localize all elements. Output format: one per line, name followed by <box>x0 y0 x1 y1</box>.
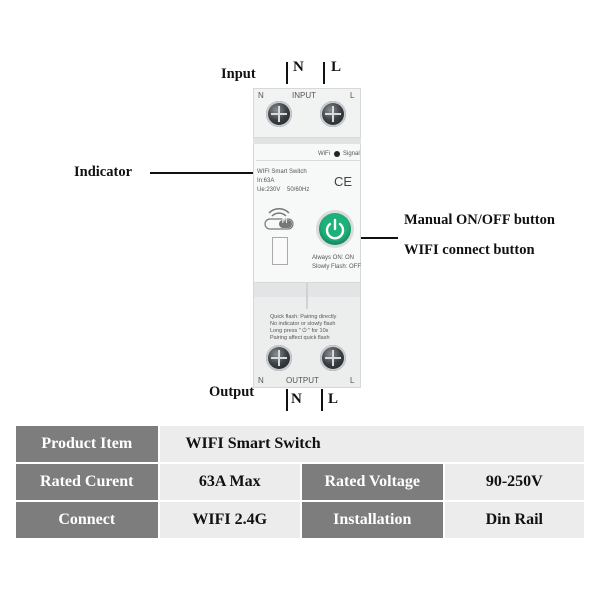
instruction-line-1: Quick flash: Pairing directly <box>270 314 337 320</box>
panel-divider <box>256 160 360 161</box>
wifi-indicator-text: WiFi <box>318 151 330 157</box>
wiring-diagram-icon <box>272 237 288 265</box>
indicator-label: Indicator <box>74 164 132 180</box>
device-voltage: Ue:230V <box>257 187 281 193</box>
pole-divider <box>306 283 308 309</box>
spec-value-cell: WIFI 2.4G <box>157 500 302 540</box>
bottom-n-text: N <box>258 376 264 385</box>
spec-value-cell: WIFI Smart Switch <box>157 424 587 464</box>
spec-label-cell: Rated Curent <box>14 462 160 502</box>
input-l-screw <box>320 101 346 127</box>
input-l-line <box>323 62 325 84</box>
wifi-logo-text: Fi <box>282 219 288 225</box>
ce-mark: CE <box>334 174 353 189</box>
top-n-text: N <box>258 91 264 100</box>
wifi-logo-icon <box>262 204 296 230</box>
indicator-led <box>334 151 340 157</box>
top-step <box>253 138 361 144</box>
instruction-line-4: Pairing affect quick flash <box>270 335 330 341</box>
spec-value-cell: Din Rail <box>442 500 587 540</box>
device-title: WIFI Smart Switch <box>257 169 307 175</box>
spec-label-cell: Product Item <box>14 424 160 464</box>
device-front-panel: WiFi Signal WIFI Smart Switch In:63A Ue:… <box>253 144 361 282</box>
wifi-button-label: WIFI connect button <box>404 242 535 258</box>
output-n-letter: N <box>291 391 302 407</box>
input-n-line <box>286 62 288 84</box>
output-l-screw <box>320 345 346 371</box>
output-l-line <box>321 389 323 411</box>
button-callout-line <box>355 237 398 239</box>
top-input-text: INPUT <box>292 91 316 100</box>
manual-button-label: Manual ON/OFF button <box>404 212 555 228</box>
output-l-letter: L <box>328 391 339 407</box>
power-icon <box>325 218 345 240</box>
input-l-letter: L <box>331 59 342 75</box>
spec-label-cell: Connect <box>14 500 160 540</box>
output-n-screw <box>266 345 292 371</box>
output-terminal-block: Quick flash: Pairing directly No indicat… <box>253 282 361 388</box>
instruction-line-3: Long press " ⏻ " for 10s <box>270 328 329 334</box>
bottom-output-text: OUTPUT <box>286 376 319 385</box>
spec-label-cell: Rated Voltage <box>299 462 445 502</box>
power-button[interactable] <box>319 213 351 245</box>
instruction-line-2: No indicator or slowly flash <box>270 321 336 327</box>
always-on-text: Always ON: ON <box>312 255 355 261</box>
bottom-l-text: L <box>350 376 355 385</box>
top-l-text: L <box>350 91 355 100</box>
input-label: Input <box>221 66 256 82</box>
indicator-line <box>150 172 313 174</box>
spec-value-cell: 90-250V <box>442 462 587 502</box>
spec-label-cell: Installation <box>299 500 445 540</box>
smart-switch-device: N INPUT L WiFi Signal WIFI Smart Switch … <box>253 88 361 388</box>
input-n-letter: N <box>293 59 304 75</box>
output-n-line <box>286 389 288 411</box>
device-rating: In:63A <box>257 178 275 184</box>
input-n-screw <box>266 101 292 127</box>
output-label: Output <box>209 384 255 400</box>
spec-value-cell: 63A Max <box>157 462 302 502</box>
signal-text: Signal <box>343 151 360 157</box>
slowly-flash-text: Slowly Flash: OFF <box>312 264 362 270</box>
input-terminal-block: N INPUT L <box>253 88 361 138</box>
device-frequency: 50/60Hz <box>287 187 310 193</box>
